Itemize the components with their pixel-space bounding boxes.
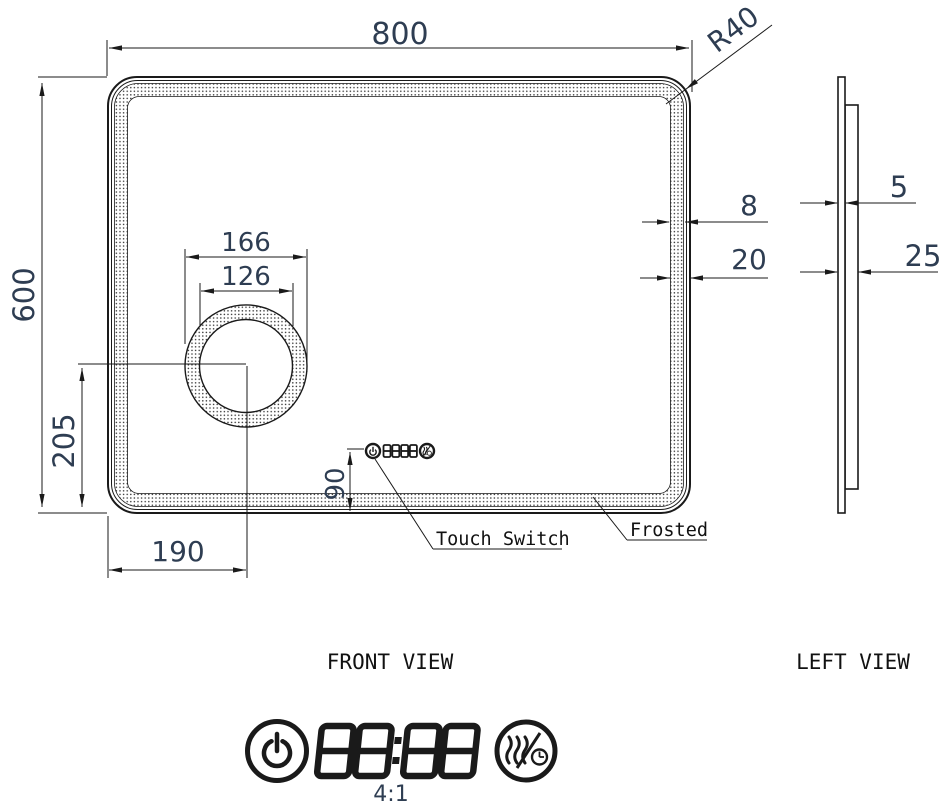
touch-switch-callout: Touch Switch: [374, 458, 570, 550]
dim-90: 90: [321, 448, 364, 511]
dim-166-value: 166: [221, 228, 271, 258]
dim-8: 8: [642, 189, 768, 225]
dim-5: 5: [800, 170, 916, 206]
control-detail: 4:1: [245, 719, 558, 807]
dim-800: 800: [106, 17, 693, 92]
mirror-bevel-line: [111, 80, 687, 510]
dim-126: 126: [199, 262, 294, 326]
dim-600: 600: [7, 76, 107, 514]
dim-5-value: 5: [890, 170, 908, 204]
dim-90-value: 90: [321, 467, 351, 500]
mini-segment-display: [382, 444, 418, 458]
defog-timer-icon: [494, 719, 558, 783]
dim-20-value: 20: [731, 243, 767, 276]
dim-8-value: 8: [740, 189, 758, 222]
dim-600-value: 600: [7, 267, 41, 322]
dim-25: 25: [800, 239, 941, 275]
left-view: 5 25: [800, 76, 941, 514]
frosted-label: Frosted: [630, 520, 708, 541]
scale-label: 4:1: [373, 782, 408, 807]
touch-switch-label: Touch Switch: [436, 529, 570, 550]
left-view-label: LEFT VIEW: [796, 650, 910, 674]
colon: [392, 737, 402, 764]
dim-166: 166: [184, 228, 308, 372]
touch-switch-indicator: [364, 442, 436, 460]
dim-20: 20: [640, 243, 768, 281]
back-housing-profile: [844, 104, 859, 490]
front-view-label: FRONT VIEW: [327, 650, 454, 674]
dim-190: 190: [107, 516, 246, 578]
dim-25-value: 25: [905, 239, 942, 273]
dim-205: 205: [47, 368, 85, 507]
dim-190-value: 190: [151, 535, 204, 568]
dim-800-value: 800: [371, 17, 428, 52]
dim-126-value: 126: [221, 262, 271, 292]
glass-profile: [837, 76, 846, 514]
power-icon: [245, 719, 309, 783]
front-view: 800 600 R40 166: [7, 0, 773, 578]
mirror-outer-edge: [107, 76, 691, 514]
dim-205-value: 205: [47, 413, 81, 468]
defog-timer-icon: [418, 442, 436, 460]
frosted-callout: Frosted: [592, 496, 708, 541]
power-icon: [364, 442, 382, 460]
segment-display: [313, 722, 481, 780]
dim-r40-value: R40: [701, 0, 765, 59]
